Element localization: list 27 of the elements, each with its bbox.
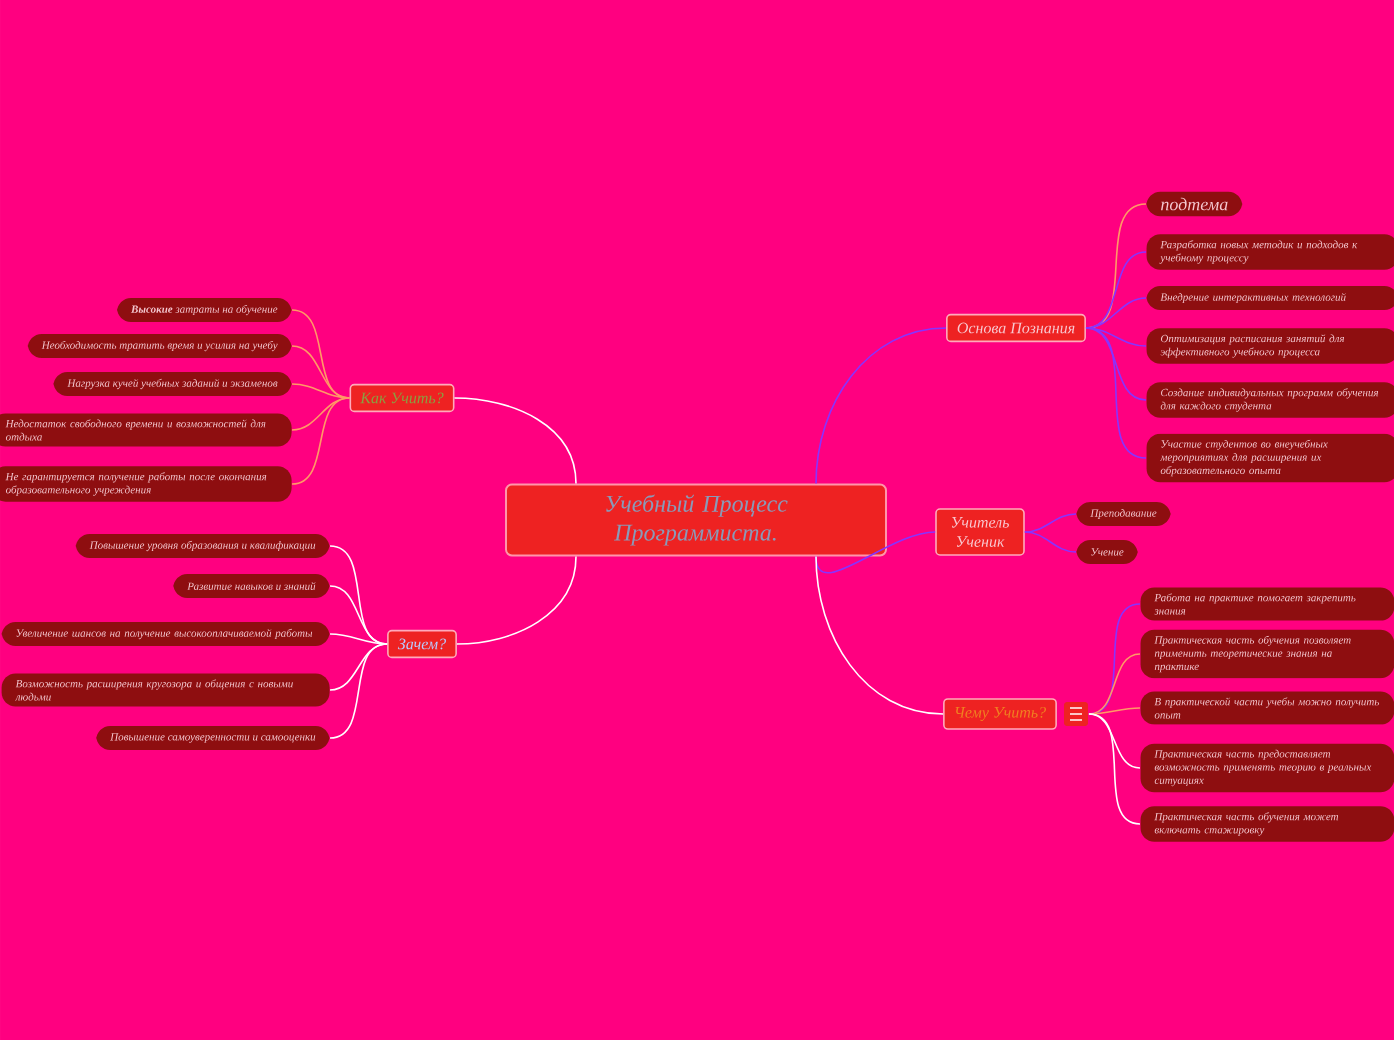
connector: [329, 643, 388, 739]
connector: [1024, 513, 1077, 533]
connector: [815, 531, 936, 574]
connector: [1088, 707, 1141, 715]
connector: [453, 397, 577, 485]
connector: [1088, 653, 1141, 715]
topic-box: Основа Познания: [946, 313, 1086, 343]
topic-box: Учитель Ученик: [935, 508, 1025, 556]
connector: [1088, 713, 1141, 825]
connector: [1085, 297, 1147, 329]
topic-box: Как Учить?: [349, 383, 455, 413]
topic-box: Чему Учить?: [943, 698, 1057, 730]
topic-box: Зачем?: [387, 629, 457, 659]
connector: [1088, 713, 1141, 769]
connector: [456, 555, 577, 645]
connector: [815, 327, 947, 485]
connector: [329, 643, 388, 691]
connector: [329, 585, 388, 645]
center-topic-box: Учебный Процесс Программиста.: [505, 483, 887, 557]
connector: [815, 555, 944, 715]
connector: [1024, 531, 1077, 553]
connector: [329, 633, 388, 645]
connector: [1085, 251, 1147, 329]
connector: [291, 397, 351, 431]
connector: [1085, 327, 1147, 459]
connector: [291, 383, 351, 399]
connector: [291, 397, 351, 485]
